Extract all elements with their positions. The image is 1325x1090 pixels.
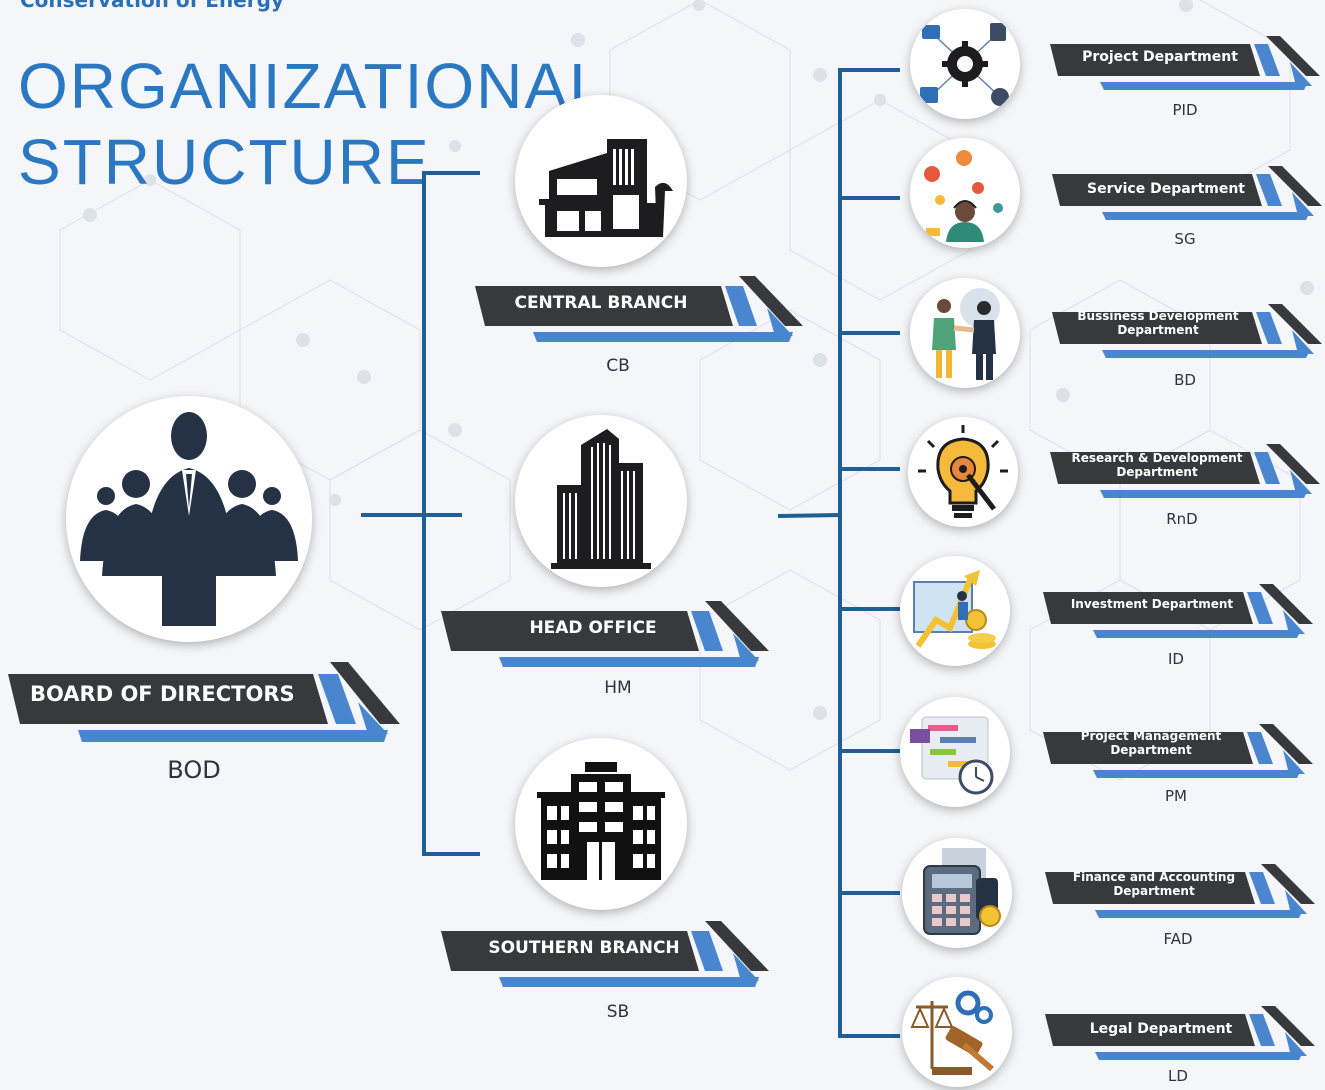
southern-branch-label: SOUTHERN BRANCH bbox=[488, 938, 680, 958]
service-dept-label: Service Department bbox=[1087, 181, 1245, 197]
central-branch-banner: CENTRAL BRANCH bbox=[475, 276, 803, 344]
planning-clock-icon bbox=[910, 716, 994, 795]
business-dev-circle bbox=[910, 278, 1020, 388]
legal-circle bbox=[902, 977, 1012, 1087]
project-dept-label: Project Department bbox=[1082, 49, 1238, 65]
skyscraper-icon bbox=[551, 429, 651, 569]
office-building-icon bbox=[537, 762, 665, 880]
gavel-scales-icon bbox=[910, 990, 994, 1075]
investment-code: ID bbox=[1168, 650, 1184, 668]
lightbulb-gear-icon bbox=[918, 425, 1008, 518]
handshake-icon bbox=[932, 288, 1000, 380]
rnd-label: Research & Development Department bbox=[1071, 451, 1243, 479]
head-office-label: HEAD OFFICE bbox=[529, 618, 657, 638]
page-title: ORGANIZATIONAL STRUCTURE bbox=[18, 48, 607, 200]
finance-circle bbox=[902, 838, 1012, 948]
board-circle bbox=[66, 396, 312, 642]
project-dept-circle bbox=[910, 9, 1020, 119]
central-branch-label: CENTRAL BRANCH bbox=[514, 293, 688, 313]
investment-circle bbox=[900, 556, 1010, 666]
business-dev-code: BD bbox=[1174, 371, 1196, 389]
company-tagline: Conservation of Energy bbox=[20, 0, 284, 12]
board-label: BOARD OF DIRECTORS bbox=[30, 682, 295, 706]
project-mgmt-banner: Project Management Department bbox=[1043, 724, 1313, 780]
rnd-circle bbox=[908, 417, 1018, 527]
rnd-code: RnD bbox=[1166, 510, 1198, 528]
customer-service-icon bbox=[924, 150, 1003, 242]
service-dept-circle bbox=[910, 138, 1020, 248]
title-line-1: ORGANIZATIONAL bbox=[18, 50, 607, 122]
project-mgmt-label: Project Management Department bbox=[1080, 729, 1222, 757]
business-dev-banner: Bussiness Development Department bbox=[1052, 304, 1322, 360]
head-office-banner: HEAD OFFICE bbox=[441, 601, 769, 669]
southern-branch-code: SB bbox=[606, 1002, 630, 1022]
calculator-icon bbox=[923, 848, 1001, 935]
board-banner: BOARD OF DIRECTORS bbox=[8, 662, 400, 744]
gear-network-icon bbox=[920, 23, 1009, 106]
group-of-people-icon bbox=[80, 412, 298, 626]
central-branch-circle bbox=[515, 95, 687, 267]
service-dept-banner: Service Department bbox=[1052, 166, 1322, 222]
investment-label: Investment Department bbox=[1070, 597, 1234, 611]
board-code: BOD bbox=[167, 756, 221, 784]
southern-branch-circle bbox=[515, 738, 687, 910]
head-office-circle bbox=[515, 415, 687, 587]
service-dept-code: SG bbox=[1174, 230, 1196, 248]
finance-label: Finance and Accounting Department bbox=[1072, 870, 1236, 898]
title-line-2: STRUCTURE bbox=[18, 126, 431, 198]
project-mgmt-circle bbox=[900, 697, 1010, 807]
head-office-code: HM bbox=[604, 678, 632, 698]
rnd-banner: Research & Development Department bbox=[1050, 444, 1320, 500]
finance-code: FAD bbox=[1163, 930, 1193, 948]
investment-banner: Investment Department bbox=[1043, 584, 1313, 640]
southern-branch-banner: SOUTHERN BRANCH bbox=[441, 921, 769, 989]
legal-label: Legal Department bbox=[1089, 1021, 1233, 1037]
growth-chart-icon bbox=[913, 570, 996, 649]
business-dev-label: Bussiness Development Department bbox=[1077, 309, 1239, 337]
project-dept-code: PID bbox=[1172, 101, 1198, 119]
legal-code: LD bbox=[1168, 1067, 1188, 1085]
legal-banner: Legal Department bbox=[1045, 1006, 1315, 1062]
project-mgmt-code: PM bbox=[1165, 787, 1187, 805]
finance-banner: Finance and Accounting Department bbox=[1045, 864, 1315, 920]
modern-building-icon bbox=[539, 139, 673, 237]
central-branch-code: CB bbox=[606, 356, 630, 376]
project-dept-banner: Project Department bbox=[1050, 36, 1320, 92]
